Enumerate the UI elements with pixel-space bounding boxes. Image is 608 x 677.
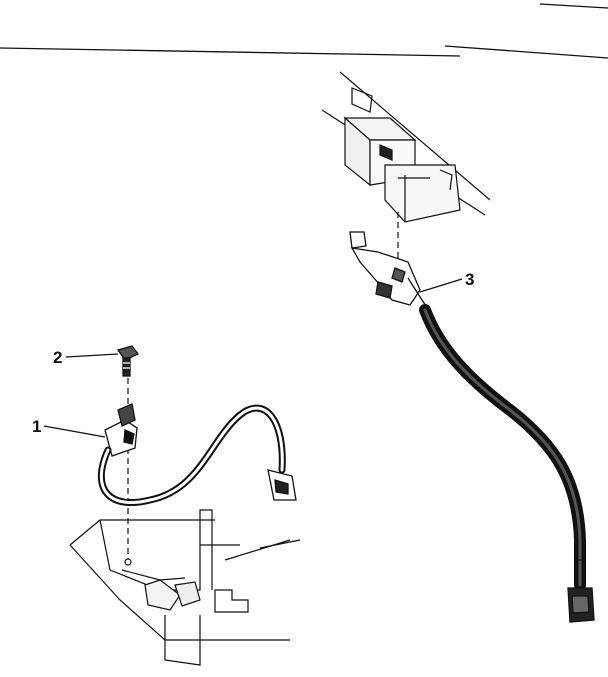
harness-end-plug xyxy=(567,559,595,623)
top-border-lines xyxy=(0,3,608,59)
callout-leaders xyxy=(43,278,463,438)
wire-harness-connector xyxy=(349,231,431,313)
mounting-bracket xyxy=(321,71,491,223)
ground-wire-terminal xyxy=(267,469,297,501)
callout-label-3: 3 xyxy=(465,270,474,289)
screw xyxy=(116,345,140,377)
callout-label-1: 1 xyxy=(32,417,41,436)
chassis-base xyxy=(69,509,301,666)
callout-label-2: 2 xyxy=(53,348,62,367)
